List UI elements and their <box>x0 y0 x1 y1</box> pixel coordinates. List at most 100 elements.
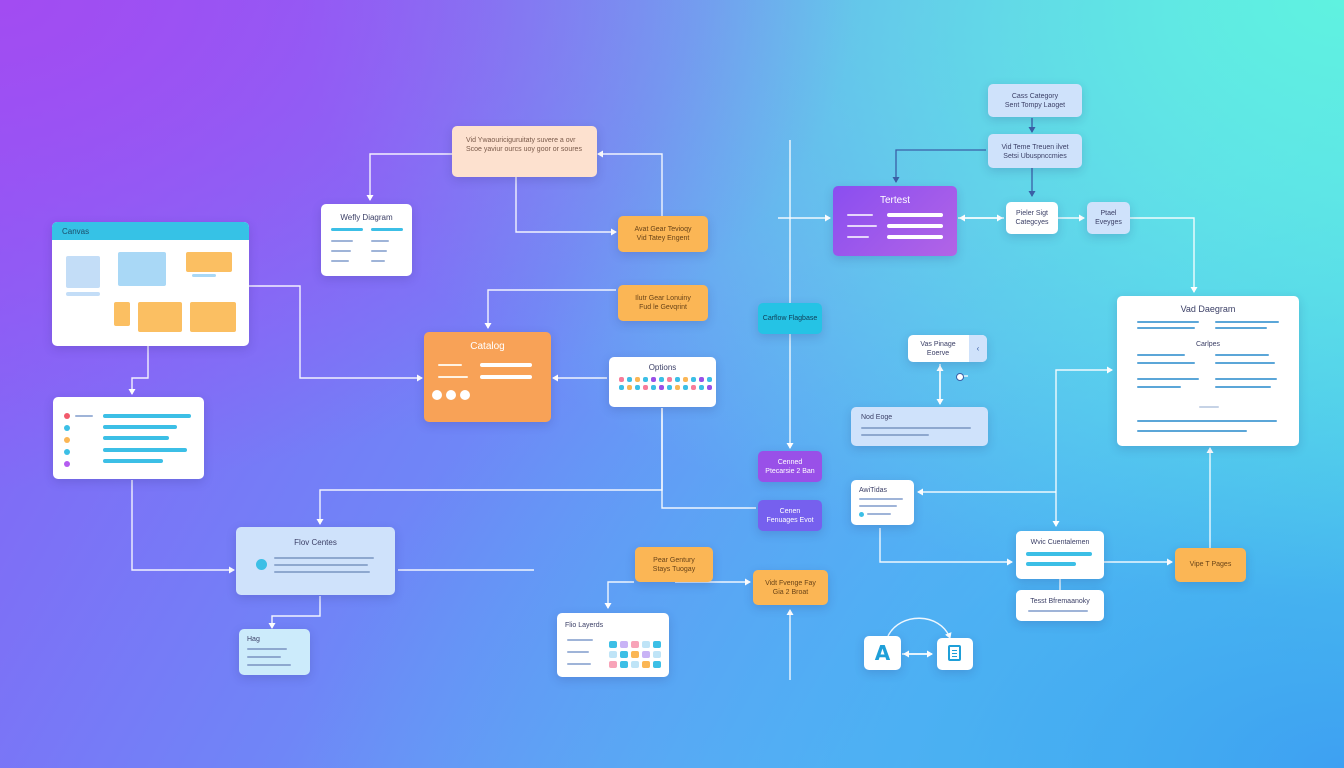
node-title: Cass Category <box>1011 93 1059 100</box>
node-bar <box>887 213 943 217</box>
card-block <box>138 302 182 332</box>
card-line <box>247 648 287 650</box>
ilutr-gear-node[interactable]: Ilutr Gear Lonuiny Fud le Gevqrint <box>618 285 708 321</box>
row-bar <box>103 425 177 429</box>
node-subtitle: Ptecarsie 2 Ban <box>765 468 815 475</box>
pear-gentury-node[interactable]: Pear Gentury Stays Tuogay <box>635 547 713 582</box>
vid-fvenge-node[interactable]: Vidt Fvenge Fay Gia 2 Broat <box>753 570 828 605</box>
status-dot <box>64 449 70 455</box>
card-title: Tesst Bfremaanoky <box>1030 598 1090 605</box>
nod-eoge-card[interactable]: Nod Eoge <box>851 407 988 446</box>
user-icon-tile <box>114 302 130 326</box>
card-line <box>371 240 389 242</box>
carflow-flagbase-node[interactable]: Carflow Flagbase <box>758 303 822 334</box>
vid-diagram-document[interactable]: Vad Daegram Carlpes <box>1117 296 1299 446</box>
image-placeholder <box>66 256 100 288</box>
wefly-diagram-card[interactable]: Wefly Diagram <box>321 204 412 276</box>
doc-line <box>1215 378 1277 380</box>
card-bar <box>1026 552 1092 556</box>
connector-handle[interactable] <box>956 373 964 381</box>
node-subtitle: Stays Tuogay <box>652 566 696 573</box>
card-bar <box>331 228 363 231</box>
wire <box>366 153 452 201</box>
status-dot <box>859 512 864 517</box>
image-placeholder <box>66 292 100 296</box>
status-dot <box>64 413 70 419</box>
card-line <box>867 513 891 515</box>
row-bar <box>103 448 187 452</box>
node-title: Ptael <box>1100 210 1117 217</box>
catalog-node[interactable]: Catalog <box>424 332 551 422</box>
catalog-icon <box>432 390 442 400</box>
hag-card[interactable]: Hag <box>239 629 310 675</box>
node-subtitle: Eoerve <box>926 350 950 357</box>
vipe-pages-node[interactable]: Vipe T Pages <box>1175 548 1246 582</box>
document-title: Vad Daegram <box>1180 304 1236 314</box>
vid-teme-node[interactable]: Vid Teme Treuen ilvet Setsi Ubuspnccmies <box>988 134 1082 168</box>
text-tool-button[interactable]: A <box>864 636 901 670</box>
node-title: Vipe T Pages <box>1189 561 1232 568</box>
catalog-line <box>438 364 462 366</box>
row-bar <box>103 459 163 463</box>
card-line <box>567 651 589 653</box>
pieler-sigt-node[interactable]: Pieler Sigt Categcyes <box>1006 202 1058 234</box>
row-label <box>75 415 93 417</box>
row-bar <box>103 414 191 418</box>
wvic-cuentalemen-card[interactable]: Wvic Cuentalemen <box>1016 531 1104 579</box>
tag-block <box>186 252 232 272</box>
card-avatar <box>256 559 267 570</box>
card-title: Flov Centes <box>294 538 337 547</box>
card-line <box>274 564 368 566</box>
flio-layerds-card[interactable]: Flio Layerds <box>557 613 669 677</box>
cenned-node[interactable]: Cenned Ptecarsie 2 Ban <box>758 451 822 482</box>
ptael-node[interactable]: Ptael Eveyges <box>1087 202 1130 234</box>
cenen-node[interactable]: Cenen Fenuages Evot <box>758 500 822 531</box>
card-title: Wvic Cuentalemen <box>1030 539 1090 546</box>
task-list-card[interactable] <box>53 397 204 479</box>
flov-centes-card[interactable]: Flov Centes <box>236 527 395 595</box>
card-line <box>371 260 385 262</box>
status-dot <box>64 437 70 443</box>
card-line <box>1028 610 1088 612</box>
node-title: Vid Teme Treuen ilvet <box>1001 144 1069 151</box>
wire <box>316 408 663 525</box>
wire <box>248 285 423 382</box>
wire <box>268 596 321 629</box>
options-card[interactable]: Options <box>609 357 716 407</box>
awitidas-card[interactable]: AwiTidas <box>851 480 914 525</box>
doc-line <box>1137 386 1181 388</box>
tesst-bfremaanoky-card[interactable]: Tesst Bfremaanoky <box>1016 590 1104 621</box>
chevron-left-icon[interactable]: ‹ <box>969 335 987 362</box>
node-title: Pieler Sigt <box>1016 210 1048 217</box>
node-bar <box>887 224 943 228</box>
wire <box>484 289 616 329</box>
catalog-icon <box>446 390 456 400</box>
vas-pinage-node[interactable]: Vas Pinage Eoerve ‹ <box>908 335 987 362</box>
doc-line <box>1137 420 1277 422</box>
doc-line <box>1137 362 1195 364</box>
document-tool-button[interactable] <box>937 638 973 670</box>
avat-gear-node[interactable]: Avat Gear Tevioqy Vid Tatey Engent <box>618 216 708 252</box>
tag-line <box>192 274 216 277</box>
doc-line <box>1215 362 1275 364</box>
preview-panel <box>118 252 166 286</box>
document-icon <box>948 645 961 661</box>
node-subtitle: Setsi Ubuspnccmies <box>1003 153 1067 160</box>
tertest-node[interactable]: Tertest <box>833 186 957 256</box>
options-title: Options <box>648 363 677 372</box>
class-category-node[interactable]: Cass Category Sent Tompy Laoget <box>988 84 1082 117</box>
canvas-window[interactable]: Canvas <box>52 222 249 346</box>
doc-line <box>1137 430 1247 432</box>
card-title: Nod Eoge <box>861 414 893 421</box>
canvas-titlebar: Canvas <box>52 222 249 240</box>
doc-line <box>1137 354 1185 356</box>
note-card[interactable]: Vid Ywaouriciguruitaty suvere a ovr Scoe… <box>452 126 597 177</box>
card-line <box>567 663 591 665</box>
card-bar <box>1026 562 1076 566</box>
wire <box>887 617 952 639</box>
card-line <box>331 250 351 252</box>
status-dot <box>64 425 70 431</box>
doc-line <box>1215 321 1279 323</box>
node-subtitle: Gia 2 Broat <box>772 589 809 596</box>
